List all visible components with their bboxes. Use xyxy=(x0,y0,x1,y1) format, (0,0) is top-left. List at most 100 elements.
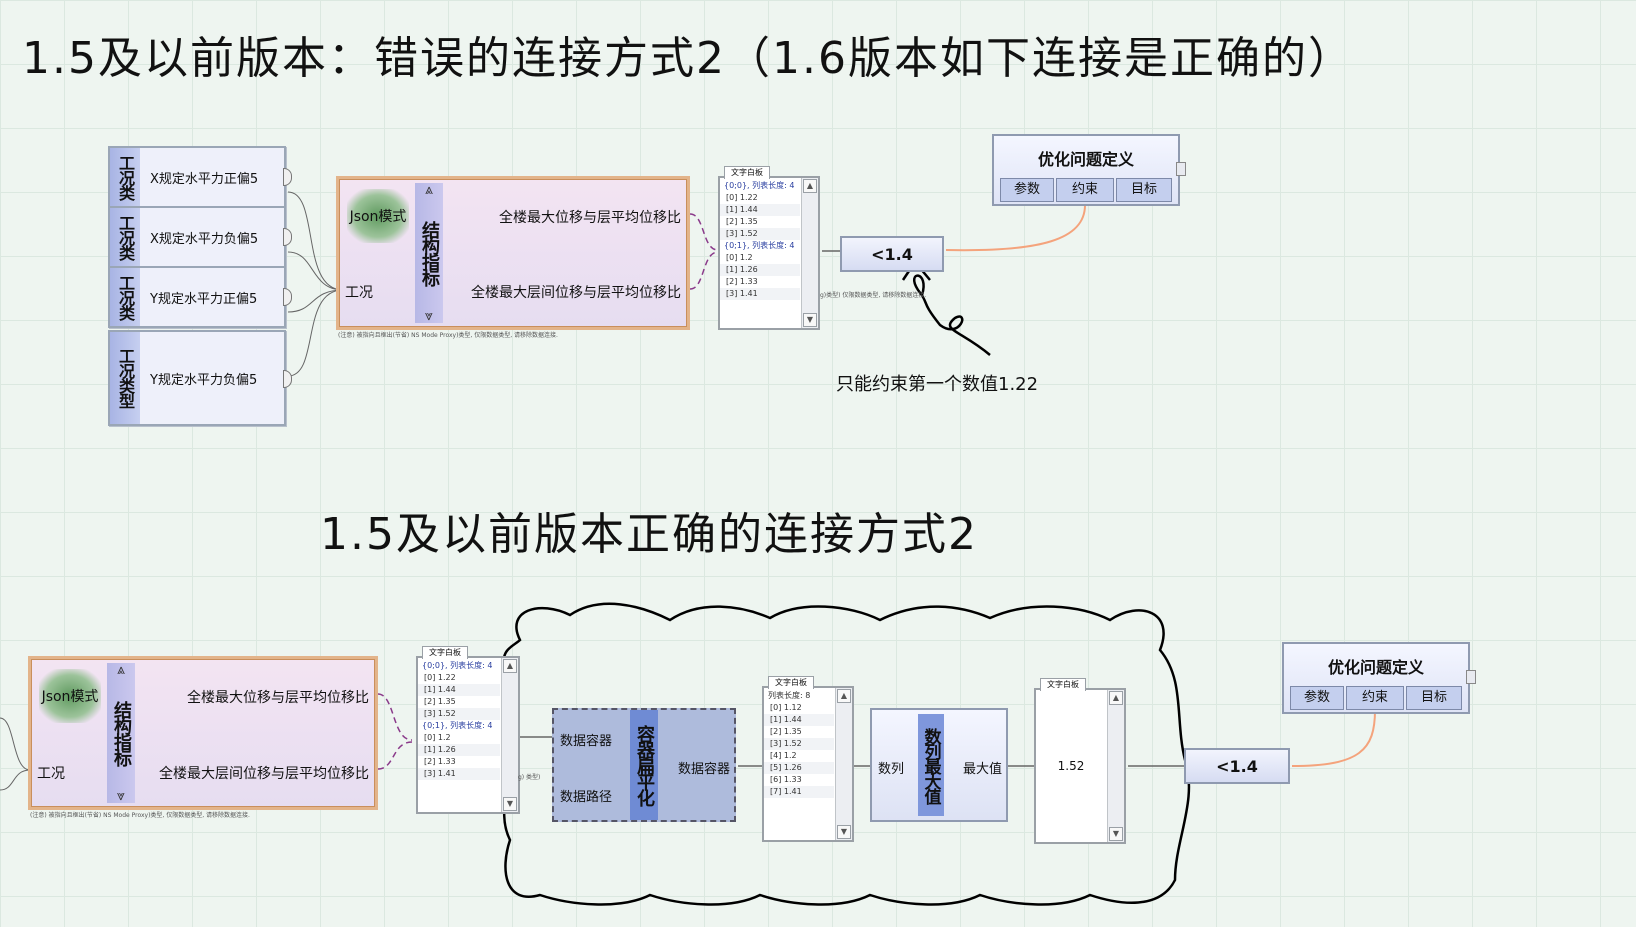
panel-line: [3] 1.52 xyxy=(720,228,800,240)
panel-line: [2] 1.35 xyxy=(424,697,456,706)
case-tab-label: 工况类 xyxy=(110,148,140,206)
case-input-label: 工况 xyxy=(37,766,65,782)
optimization-definition-node-bottom[interactable]: 优化问题定义 参数 约束 目标 xyxy=(1282,642,1476,714)
wire-json-out-1 xyxy=(689,213,719,251)
panel-line: [0] 1.2 xyxy=(424,733,451,742)
container-flatten-node[interactable]: 数据容器 数据路径 容器扁平化 数据容器 xyxy=(552,708,736,822)
scroll-down-icon[interactable]: ▼ xyxy=(1109,827,1123,841)
constraint-button[interactable]: 约束 xyxy=(1346,686,1404,710)
text-panel-value[interactable]: 文字白板 1.52 ▲ ▼ xyxy=(1034,678,1126,844)
opt-node-title: 优化问题定义 xyxy=(1037,150,1134,169)
wire-case-4 xyxy=(287,289,344,377)
wire-json-out-b2 xyxy=(377,741,413,770)
panel-line: {0;0}, 列表长度: 4 xyxy=(724,181,795,190)
case-node-4[interactable]: 工况类型 Y规定水平力负偏5 xyxy=(108,330,292,426)
panel-line: [5] 1.26 xyxy=(764,762,834,774)
objective-button[interactable]: 目标 xyxy=(1116,178,1172,202)
panel-line: [6] 1.33 xyxy=(770,775,802,784)
panel-tab: 文字白板 xyxy=(724,166,770,179)
wire-case-3 xyxy=(287,289,344,313)
panel-line: {0;0}, 列表长度: 4 xyxy=(422,661,493,670)
panel-line: [3] 1.41 xyxy=(418,768,500,780)
panel-scrollbar[interactable]: ▲ ▼ xyxy=(801,178,818,328)
json-strip: ⩓ 结构指标 ⩔ xyxy=(415,183,443,323)
page-title-bottom: 1.5及以前版本正确的连接方式2 xyxy=(320,509,978,560)
panel-scrollbar[interactable]: ▲ ▼ xyxy=(501,658,518,812)
json-structure-node[interactable]: Json模式 工况 ⩓ 结构指标 ⩔ 全楼最大位移与层平均位移比 全楼最大层间位… xyxy=(336,176,690,330)
chevron-down-icon[interactable]: ⩔ xyxy=(425,308,433,324)
sequence-max-node[interactable]: 数列 数列最大值 最大值 xyxy=(870,708,1008,822)
chevron-up-icon[interactable]: ⩓ xyxy=(117,662,125,678)
panel-scrollbar[interactable]: ▲ ▼ xyxy=(1107,690,1124,842)
json-structure-node-bottom[interactable]: Json模式 工况 ⩓ 结构指标 ⩔ 全楼最大位移与层平均位移比 全楼最大层间位… xyxy=(28,656,378,810)
panel-line: [3] 1.52 xyxy=(764,738,834,750)
panel-line: [1] 1.44 xyxy=(764,714,834,726)
panel-line: [0] 1.12 xyxy=(770,703,802,712)
page-title-top: 1.5及以前版本：错误的连接方式2（1.6版本如下连接是正确的） xyxy=(22,33,1354,84)
text-panel-top[interactable]: 文字白板 {0;0}, 列表长度: 4 [0] 1.22 [1] 1.44 [2… xyxy=(718,166,820,330)
opt-node-title: 优化问题定义 xyxy=(1327,658,1424,677)
panel-line: [1] 1.44 xyxy=(418,684,500,696)
chevron-up-icon[interactable]: ⩓ xyxy=(425,182,433,198)
panel-scrollbar[interactable]: ▲ ▼ xyxy=(835,688,852,840)
panel-line: [0] 1.2 xyxy=(726,253,753,262)
scroll-up-icon[interactable]: ▲ xyxy=(803,179,817,193)
structure-index-label: 结构指标 xyxy=(111,701,132,765)
scroll-up-icon[interactable]: ▲ xyxy=(837,689,851,703)
case-label: X规定水平力正偏5 xyxy=(150,171,259,187)
constraint-node-bottom[interactable]: <1.4 xyxy=(1184,748,1290,784)
flatten-output: 数据容器 xyxy=(677,762,730,777)
chevron-down-icon[interactable]: ⩔ xyxy=(117,788,125,804)
panel-line: [2] 1.35 xyxy=(770,727,802,736)
flatten-input-2: 数据路径 xyxy=(560,790,613,805)
panel-line: [3] 1.52 xyxy=(418,708,500,720)
annotation-cloud xyxy=(500,602,1191,906)
max-title: 数列最大值 xyxy=(920,727,941,803)
case-node-2[interactable]: 工况类 X规定水平力负偏5 xyxy=(108,206,292,268)
output-label-2: 全楼最大层间位移与层平均位移比 xyxy=(159,766,369,782)
constraint-button[interactable]: 约束 xyxy=(1056,178,1114,202)
wire-case-2 xyxy=(287,251,344,291)
output-port[interactable] xyxy=(1176,162,1186,176)
param-button[interactable]: 参数 xyxy=(1000,178,1054,202)
text-panel-flattened[interactable]: 文字白板 列表长度: 8 [0] 1.12 [1] 1.44 [2] 1.35 … xyxy=(762,676,854,842)
panel-line: [1] 1.26 xyxy=(720,264,800,276)
output-port[interactable] xyxy=(1466,670,1476,684)
panel-side-note: g) 类型) xyxy=(518,774,541,781)
max-input-label: 数列 xyxy=(878,762,905,777)
flatten-strip: 容器扁平化 xyxy=(630,710,658,820)
panel-line: [1] 1.44 xyxy=(720,204,800,216)
panel-line: [0] 1.22 xyxy=(726,193,758,202)
panel-line: {0;1}, 列表长度: 4 xyxy=(422,721,493,730)
max-value-text: 1.52 xyxy=(1057,759,1085,773)
json-strip: ⩓ 结构指标 ⩔ xyxy=(107,663,135,803)
scroll-up-icon[interactable]: ▲ xyxy=(503,659,517,673)
annotation-text: 只能约束第一个数值1.22 xyxy=(836,374,1039,395)
panel-line: 列表长度: 8 xyxy=(768,691,811,700)
optimization-definition-node[interactable]: 优化问题定义 参数 约束 目标 xyxy=(992,134,1186,206)
case-tab-label: 工况类 xyxy=(110,208,140,266)
max-output-label: 最大值 xyxy=(962,762,1002,777)
panel-line: [2] 1.35 xyxy=(726,217,758,226)
text-panel-bottom[interactable]: 文字白板 {0;0}, 列表长度: 4 [0] 1.22 [1] 1.44 [2… xyxy=(416,646,520,814)
param-button[interactable]: 参数 xyxy=(1290,686,1344,710)
max-strip: 数列最大值 xyxy=(918,714,944,816)
flatten-title: 容器扁平化 xyxy=(634,725,655,805)
scroll-down-icon[interactable]: ▼ xyxy=(837,825,851,839)
scroll-down-icon[interactable]: ▼ xyxy=(503,797,517,811)
panel-line: [4] 1.2 xyxy=(770,751,797,760)
wire-bottom-left-1 xyxy=(0,717,31,771)
output-label-2: 全楼最大层间位移与层平均位移比 xyxy=(471,285,681,301)
scroll-up-icon[interactable]: ▲ xyxy=(1109,691,1123,705)
scroll-down-icon[interactable]: ▼ xyxy=(803,313,817,327)
case-node-1[interactable]: 工况类 X规定水平力正偏5 xyxy=(108,146,292,208)
case-node-3[interactable]: 工况类 Y规定水平力正偏5 xyxy=(108,266,292,328)
wire-json-out-2 xyxy=(689,251,719,290)
objective-button[interactable]: 目标 xyxy=(1406,686,1462,710)
wire-case-1 xyxy=(287,191,344,291)
flatten-input-1: 数据容器 xyxy=(560,734,613,749)
case-label: Y规定水平力正偏5 xyxy=(150,291,258,307)
wire-constraint-to-opt xyxy=(945,204,1086,252)
constraint-node-top[interactable]: <1.4 xyxy=(840,236,944,272)
